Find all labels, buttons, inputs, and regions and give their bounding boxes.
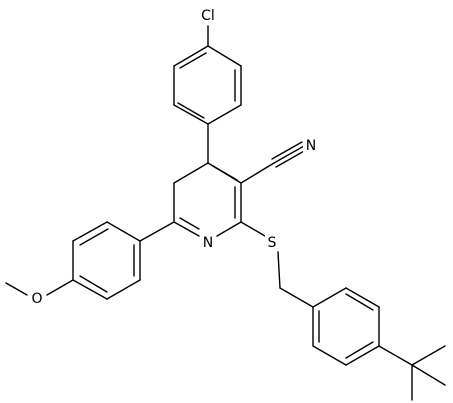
- atom-s: S: [265, 233, 279, 251]
- methoxy-group: [5, 279, 74, 296]
- atom-n-pyridine: N: [200, 234, 216, 251]
- thioether-linker: [240, 221, 314, 308]
- atom-label-n-pyridine: N: [203, 235, 213, 251]
- atom-n-nitrile: N: [303, 136, 318, 154]
- atom-cl: Cl: [196, 6, 220, 24]
- nitrile-group: [240, 141, 307, 184]
- chlorophenyl-ring: [173, 25, 242, 125]
- atom-label-cl: Cl: [201, 8, 215, 24]
- atom-label-o: O: [31, 291, 42, 307]
- tert-butyl-group: [378, 345, 446, 401]
- atom-label-n-nitrile: N: [306, 138, 316, 154]
- atom-o: O: [29, 289, 45, 307]
- tert-butylbenzyl-ring: [312, 287, 380, 366]
- atom-label-s: S: [268, 235, 277, 251]
- pyridine-ring: [173, 123, 242, 237]
- methoxyphenyl-ring: [72, 221, 175, 300]
